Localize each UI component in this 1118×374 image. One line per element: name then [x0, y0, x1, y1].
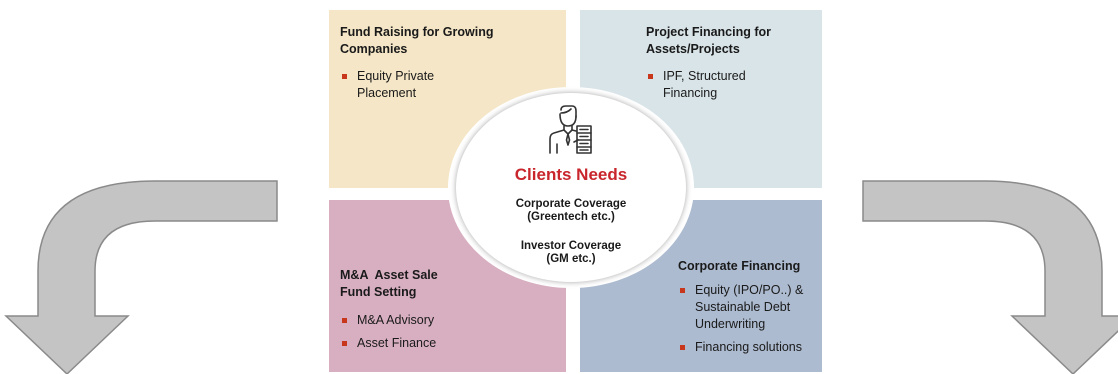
- quadrant-project-financing: Project Financing for Assets/Projects IP…: [580, 10, 822, 188]
- quadrant-title: Corporate Financing: [678, 258, 800, 275]
- bullet-icon: [342, 74, 347, 79]
- title-line: Project Financing for: [646, 25, 772, 39]
- list-item: Equity Private Placement: [340, 68, 434, 102]
- quadrant-title: Fund Raising for Growing Companies: [340, 24, 493, 58]
- title-line: Companies: [340, 42, 408, 56]
- client-person-icon: [549, 105, 592, 154]
- item-line: Financing: [663, 86, 718, 100]
- item-line: Equity (IPO/PO..) &: [695, 283, 804, 297]
- list-item: Equity (IPO/PO..) & Sustainable Debt Und…: [678, 282, 803, 333]
- quadrant-title: Project Financing for Assets/Projects: [646, 24, 771, 58]
- quadrant-list: Equity (IPO/PO..) & Sustainable Debt Und…: [678, 282, 803, 362]
- quadrant-title: M&A Asset Sale Fund Setting: [340, 267, 438, 301]
- quadrant-list: IPF, Structured Financing: [646, 68, 746, 108]
- bullet-icon: [342, 318, 347, 323]
- title-line: Assets/Projects: [646, 42, 740, 56]
- item-line: Asset Finance: [357, 336, 437, 350]
- item-line: Equity Private: [357, 69, 435, 83]
- quadrant-list: M&A Advisory Asset Finance: [340, 312, 436, 358]
- center-title: Clients Needs: [514, 165, 628, 184]
- label-line: Investor Coverage: [520, 240, 622, 252]
- title-line: Corporate Financing: [678, 259, 801, 273]
- curved-arrow-down-left-icon: [4, 180, 278, 374]
- bullet-icon: [680, 288, 685, 293]
- list-item: IPF, Structured Financing: [646, 68, 746, 102]
- quadrant-ma-asset-sale: M&A Asset Sale Fund Setting M&A Advisory…: [329, 200, 566, 372]
- center-circle: [456, 93, 686, 282]
- curved-arrow-down-right-icon: [862, 180, 1118, 374]
- label-line: (Greentech etc.): [527, 211, 615, 223]
- investor-coverage-label: Investor Coverage (GM etc.): [456, 240, 686, 266]
- list-item: Asset Finance: [340, 335, 436, 352]
- title-line: Fund Raising for Growing: [340, 25, 494, 39]
- bullet-icon: [680, 345, 685, 350]
- list-item: Financing solutions: [678, 339, 803, 356]
- quadrant-list: Equity Private Placement: [340, 68, 434, 108]
- title-line: Fund Setting: [340, 285, 417, 299]
- item-line: Sustainable Debt: [695, 300, 791, 314]
- list-item: M&A Advisory: [340, 312, 436, 329]
- item-line: Financing solutions: [695, 340, 803, 354]
- bullet-icon: [648, 74, 653, 79]
- item-line: Placement: [357, 86, 417, 100]
- item-line: M&A Advisory: [357, 313, 435, 327]
- label-line: (GM etc.): [546, 253, 596, 265]
- item-line: IPF, Structured: [663, 69, 746, 83]
- bullet-icon: [342, 341, 347, 346]
- label-line: Corporate Coverage: [515, 198, 627, 210]
- title-line: M&A Asset Sale: [340, 268, 438, 282]
- corporate-coverage-label: Corporate Coverage (Greentech etc.): [456, 198, 686, 224]
- item-line: Underwriting: [695, 317, 766, 331]
